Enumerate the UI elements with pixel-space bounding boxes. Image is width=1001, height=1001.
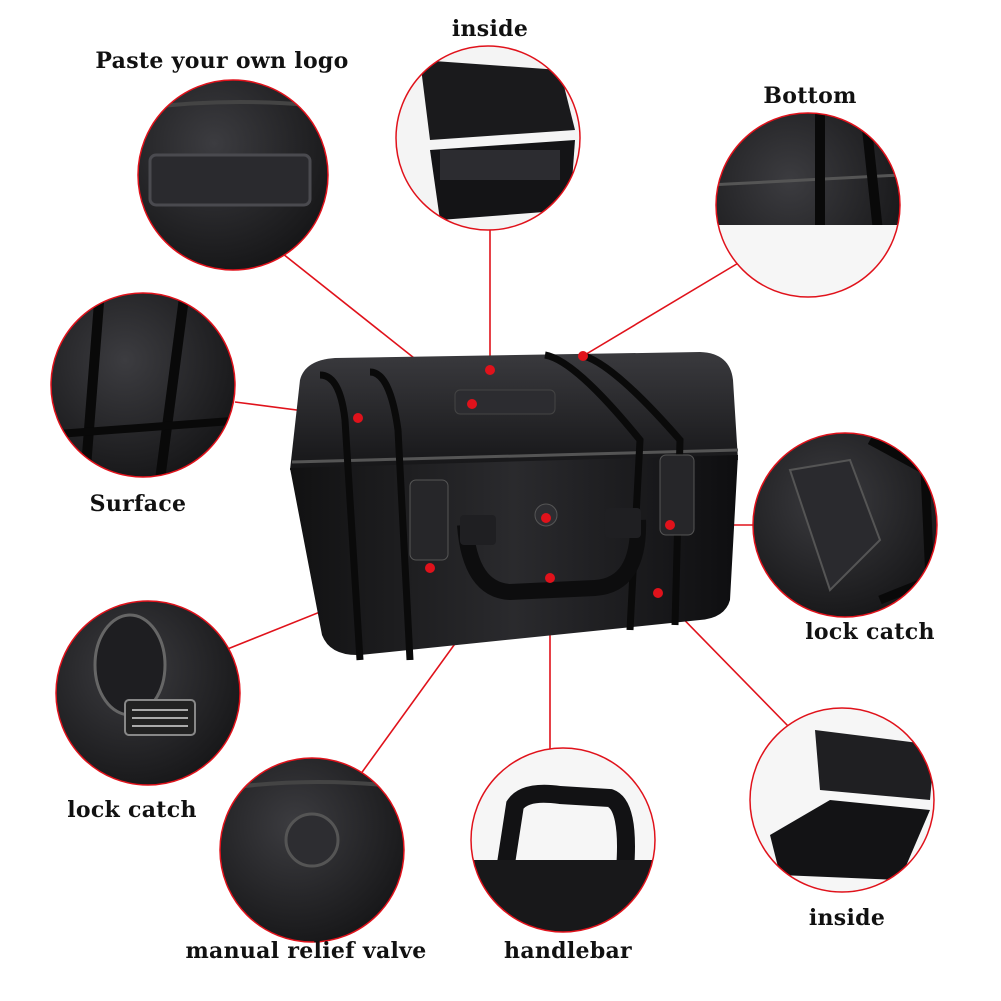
callout-dots	[353, 351, 675, 598]
case-main	[290, 351, 739, 661]
detail-lock-right	[752, 432, 938, 618]
label-lock-catch-left: lock catch	[67, 797, 197, 823]
dot-lock-right	[665, 520, 675, 530]
dot-handlebar	[545, 573, 555, 583]
line-bottom	[582, 261, 741, 357]
detail-handlebar	[470, 747, 656, 933]
dot-bottom	[578, 351, 588, 361]
label-lock-catch-right: lock catch	[805, 619, 935, 645]
detail-relief-valve	[219, 757, 405, 943]
label-inside-bottom: inside	[808, 905, 886, 931]
label-logo: Paste your own logo	[95, 48, 349, 74]
dot-inside-bottom	[653, 588, 663, 598]
detail-inside-top	[395, 45, 581, 231]
detail-inside-bottom	[749, 707, 935, 893]
detail-surface	[50, 292, 236, 478]
dot-logo	[467, 399, 477, 409]
detail-logo	[137, 79, 329, 271]
dot-lock-left	[425, 563, 435, 573]
dot-surface	[353, 413, 363, 423]
detail-bottom	[715, 112, 901, 298]
detail-lock-left	[55, 600, 241, 786]
label-bottom: Bottom	[763, 83, 857, 109]
label-handlebar: handlebar	[504, 938, 632, 964]
label-surface: Surface	[89, 491, 187, 517]
label-relief-valve: manual relief valve	[185, 938, 427, 964]
dot-relief-valve	[541, 513, 551, 523]
label-inside-top: inside	[451, 16, 529, 42]
dot-inside-top	[485, 365, 495, 375]
